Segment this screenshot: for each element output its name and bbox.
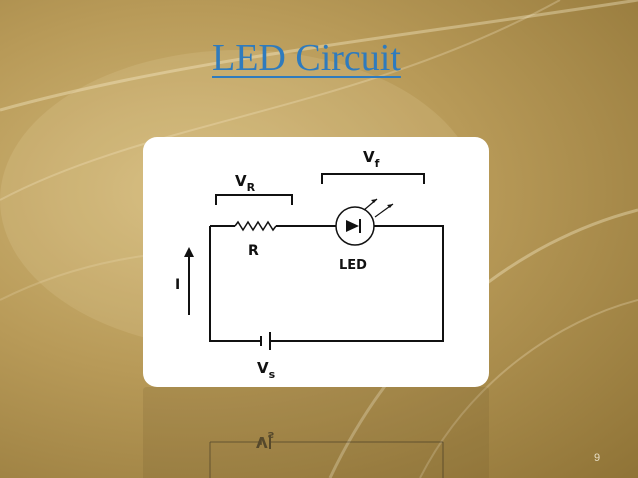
vf-label: Vf <box>363 148 380 170</box>
led-label: LED <box>339 258 367 273</box>
current-arrow-head <box>184 247 194 257</box>
vs-label: Vs <box>257 359 276 381</box>
circuit-diagram: VR Vf R LED I Vs <box>175 148 444 381</box>
reflection-diagram: Vs <box>143 387 489 478</box>
left-wire <box>209 226 261 342</box>
reflection-vs-label: Vs <box>256 429 275 451</box>
resistor-label: R <box>248 243 259 259</box>
right-wire <box>270 225 444 342</box>
circuit-diagram-card: VR Vf R LED I Vs <box>143 137 489 387</box>
vr-label: VR <box>235 172 256 194</box>
vf-bracket <box>321 173 425 184</box>
resistor <box>234 220 277 232</box>
vr-bracket <box>215 194 293 205</box>
card-reflection: Vs <box>143 387 489 478</box>
page-number: 9 <box>594 452 601 464</box>
slide-title: LED Circuit <box>212 37 401 79</box>
led-diode <box>346 220 359 232</box>
current-label: I <box>175 277 180 293</box>
